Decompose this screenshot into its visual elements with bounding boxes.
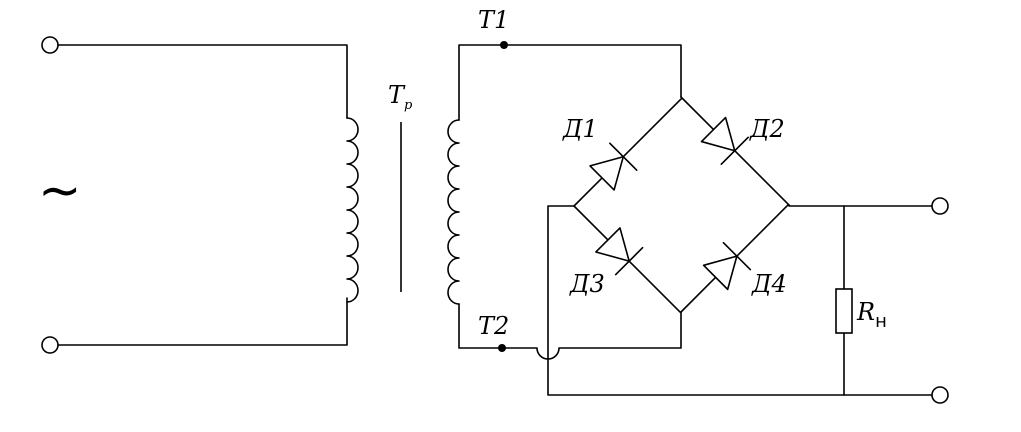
diode-label-d1: Д1 xyxy=(562,115,598,143)
diode-label-d4: Д4 xyxy=(751,270,787,298)
secondary-winding xyxy=(447,119,460,305)
input-terminal-bottom xyxy=(41,336,59,354)
output-circuit: Rн xyxy=(547,197,949,404)
diode-d2 xyxy=(680,96,790,206)
tap-point-t2 xyxy=(498,344,506,352)
ac-source-symbol: ~ xyxy=(38,161,82,221)
load-resistor xyxy=(835,288,853,334)
diode-d3-triangle xyxy=(595,227,630,262)
negative-return-wire xyxy=(547,205,933,396)
transformer-label: Tр xyxy=(388,81,413,113)
secondary-circuit: T1 T2 xyxy=(458,6,682,360)
tap-label-t2: T2 xyxy=(478,312,509,340)
diode-label-d3: Д3 xyxy=(569,270,605,298)
primary-winding xyxy=(346,117,359,303)
diode-d3 xyxy=(573,205,681,313)
input-circuit: ~ xyxy=(38,36,348,354)
secondary-wire-top xyxy=(458,44,682,121)
diode-d4 xyxy=(680,204,789,313)
diode-d2-triangle xyxy=(700,116,736,152)
primary-wire-top xyxy=(57,44,348,119)
tap-label-t1: T1 xyxy=(478,6,509,34)
diode-bridge: Д1 Д2 Д3 Д4 xyxy=(562,96,790,313)
input-terminal-top xyxy=(41,36,59,54)
diode-d1 xyxy=(573,97,683,207)
primary-wire-bottom xyxy=(57,297,348,346)
load-resistor-label: Rн xyxy=(856,298,887,332)
diode-d4-triangle xyxy=(702,255,738,291)
diode-d1-triangle xyxy=(589,155,625,191)
tap-point-t1 xyxy=(500,41,508,49)
transformer: Tр xyxy=(346,81,460,305)
diode-label-d2: Д2 xyxy=(749,115,785,143)
output-terminal-top xyxy=(931,197,949,215)
output-terminal-bottom xyxy=(931,386,949,404)
